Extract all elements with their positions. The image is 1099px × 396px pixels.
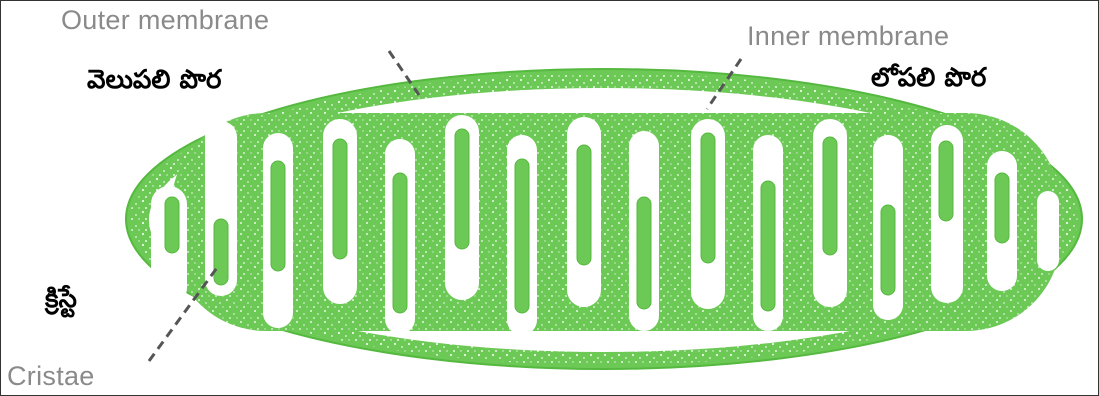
crista — [165, 197, 179, 253]
crista — [881, 205, 895, 295]
crista — [214, 219, 228, 285]
crista — [271, 161, 285, 271]
crista — [577, 145, 591, 265]
cristae-telugu-label: క్రిస్టే — [45, 284, 77, 320]
crista — [637, 197, 651, 309]
crista — [393, 173, 407, 313]
crista — [939, 141, 953, 221]
outer-membrane-telugu-label: వెలుపలి పొర — [87, 65, 221, 101]
crista — [995, 173, 1009, 243]
crista — [823, 137, 837, 255]
crista — [761, 181, 775, 311]
crista — [333, 139, 347, 259]
crista — [515, 159, 529, 313]
inner-membrane — [171, 113, 1061, 331]
outer-membrane-label: Outer membrane — [61, 5, 269, 36]
inner-membrane-telugu-label: లోపలి పొర — [871, 63, 986, 99]
crista — [701, 133, 715, 263]
cristae-label: Cristae — [7, 361, 95, 392]
inner-membrane-label: Inner membrane — [747, 21, 949, 52]
crista — [455, 129, 469, 249]
